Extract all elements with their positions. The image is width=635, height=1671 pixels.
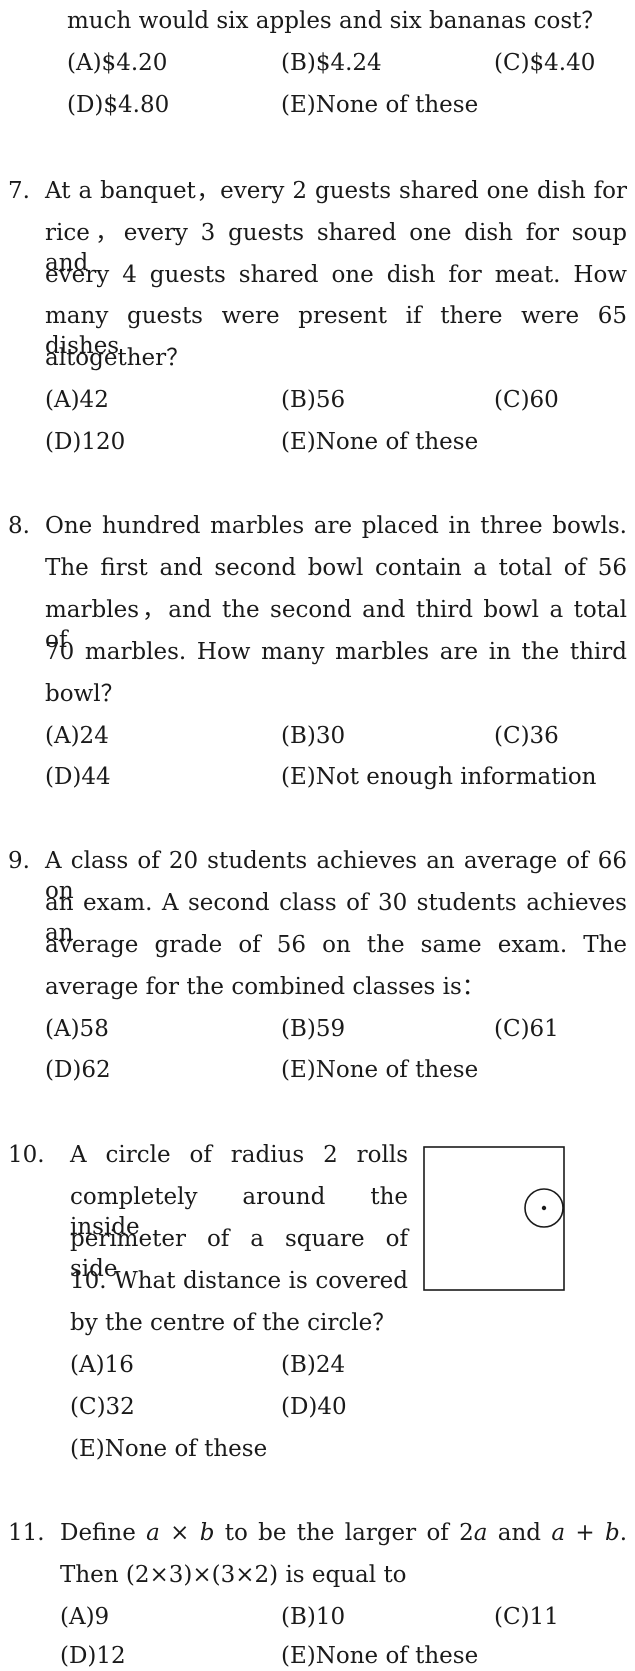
q10-text-line: completely around the inside xyxy=(70,1184,408,1240)
q6-text-line: much would six apples and six bananas co… xyxy=(67,8,605,34)
q10-text-line: by the centre of the circle？ xyxy=(70,1310,396,1336)
q6-option-a: (A)$4.20 xyxy=(67,50,168,76)
q11-number: 11. xyxy=(8,1520,45,1546)
q7-option-d: (D)120 xyxy=(45,429,126,455)
q11-variable: a xyxy=(146,1520,160,1546)
q9-text-line: an exam. A second class of 30 students a… xyxy=(45,890,627,946)
q8-option-c: (C)36 xyxy=(494,723,559,749)
q7-option-b: (B)56 xyxy=(281,387,346,413)
q11-variable: b xyxy=(604,1520,620,1546)
q7-text-line: every 4 guests shared one dish for meat.… xyxy=(45,262,627,288)
q11-text-part: Define xyxy=(60,1520,147,1546)
q10-text-line: A circle of radius 2 rolls xyxy=(70,1142,408,1168)
q8-text-line: bowl？ xyxy=(45,681,124,707)
q8-option-d: (D)44 xyxy=(45,764,111,790)
q6-option-d: (D)$4.80 xyxy=(67,92,170,118)
q8-text-line: marbles，and the second and third bowl a … xyxy=(45,597,627,653)
q11-text-line: Define a × b to be the larger of 2a and … xyxy=(60,1518,627,1548)
q10-option-c: (C)32 xyxy=(70,1394,135,1420)
q8-text-line: The first and second bowl contain a tota… xyxy=(45,555,627,581)
square-with-circle-figure xyxy=(423,1146,565,1291)
square-outline xyxy=(423,1146,565,1291)
q10-option-e: (E)None of these xyxy=(70,1436,268,1462)
q6-option-c: (C)$4.40 xyxy=(494,50,596,76)
q11-variable: b xyxy=(199,1520,215,1546)
q11-variable: a xyxy=(473,1520,488,1546)
q11-option-c: (C)11 xyxy=(494,1604,559,1630)
q8-option-a: (A)24 xyxy=(45,723,109,749)
q8-text-line: 70 marbles. How many marbles are in the … xyxy=(45,639,627,665)
q10-option-b: (B)24 xyxy=(281,1352,346,1378)
q10-option-a: (A)16 xyxy=(70,1352,134,1378)
q11-option-d: (D)12 xyxy=(60,1643,126,1669)
q11-text-line: Then (2×3)×(3×2) is equal to xyxy=(60,1562,407,1588)
q11-text-part: to be the larger of 2 xyxy=(214,1520,474,1546)
q8-number: 8. xyxy=(8,513,30,539)
q7-option-c: (C)60 xyxy=(494,387,559,413)
q11-text-part: . xyxy=(619,1520,627,1546)
q6-option-b: (B)$4.24 xyxy=(281,50,382,76)
q11-option-a: (A)9 xyxy=(60,1604,110,1630)
q9-text-line: average for the combined classes is： xyxy=(45,974,485,1000)
q11-option-e: (E)None of these xyxy=(281,1643,479,1669)
circle-centre-dot xyxy=(541,1205,547,1211)
q7-text-line: altogether？ xyxy=(45,345,190,371)
q11-variable: a xyxy=(551,1520,566,1546)
q7-option-a: (A)42 xyxy=(45,387,109,413)
q7-text-line: many guests were present if there were 6… xyxy=(45,303,627,359)
q10-option-d: (D)40 xyxy=(281,1394,347,1420)
q7-text-line: rice，every 3 guests shared one dish for … xyxy=(45,220,627,276)
q11-text-part: × xyxy=(159,1520,200,1546)
q10-text-line: 10. What distance is covered xyxy=(70,1268,408,1294)
q8-option-e: (E)Not enough information xyxy=(281,764,597,790)
q9-text-line: average grade of 56 on the same exam. Th… xyxy=(45,932,627,958)
q9-option-c: (C)61 xyxy=(494,1016,559,1042)
q8-option-b: (B)30 xyxy=(281,723,346,749)
q9-number: 9. xyxy=(8,848,30,874)
q7-number: 7. xyxy=(8,178,30,204)
q10-text-line: perimeter of a square of side xyxy=(70,1226,408,1282)
q9-option-d: (D)62 xyxy=(45,1057,111,1083)
q7-text-line: At a banquet，every 2 guests shared one d… xyxy=(45,178,627,204)
q6-option-e: (E)None of these xyxy=(281,92,479,118)
q8-text-line: One hundred marbles are placed in three … xyxy=(45,513,627,539)
q11-text-part: + xyxy=(565,1520,605,1546)
q11-option-b: (B)10 xyxy=(281,1604,346,1630)
rolling-circle xyxy=(524,1188,564,1228)
q11-text-part: and xyxy=(487,1520,552,1546)
q9-option-b: (B)59 xyxy=(281,1016,346,1042)
q9-option-e: (E)None of these xyxy=(281,1057,479,1083)
q10-number: 10. xyxy=(8,1142,45,1168)
q7-option-e: (E)None of these xyxy=(281,429,479,455)
q9-text-line: A class of 20 students achieves an avera… xyxy=(45,848,627,904)
q9-option-a: (A)58 xyxy=(45,1016,109,1042)
